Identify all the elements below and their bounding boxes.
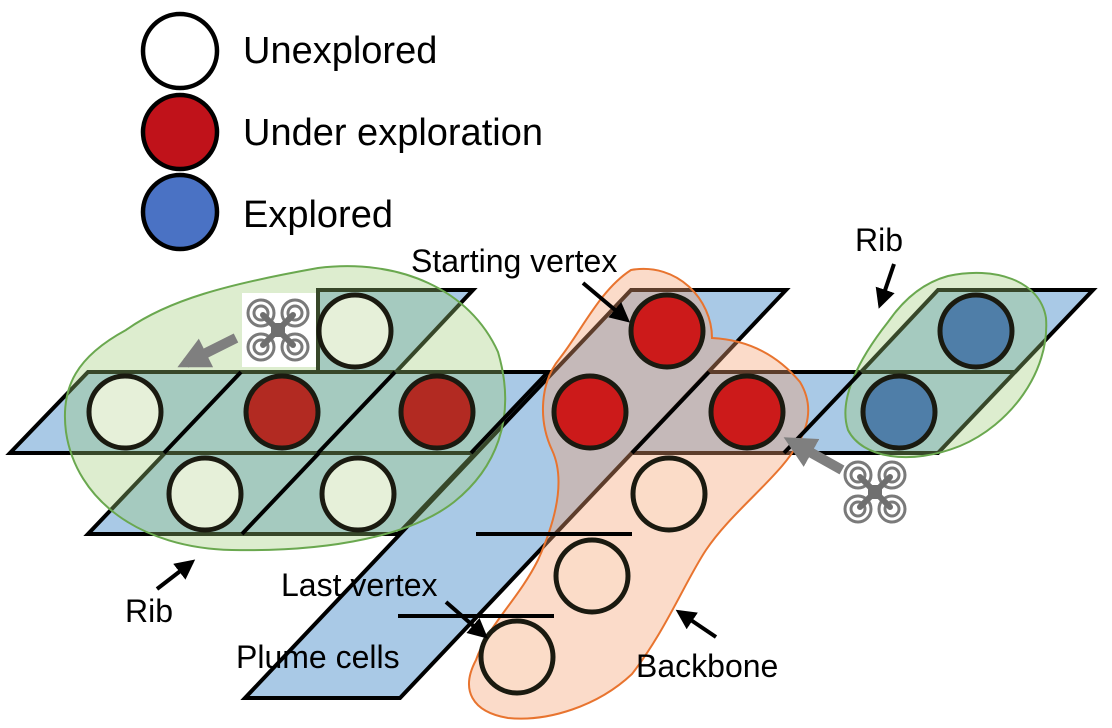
arrow-icon	[444, 600, 489, 639]
rib-label-left: Rib	[125, 593, 173, 629]
node-under-exploration	[551, 373, 629, 451]
backbone-strip	[240, 288, 791, 700]
starting-vertex-label: Starting vertex	[411, 243, 617, 279]
arrow-icon	[155, 559, 196, 591]
last-vertex-label: Last vertex	[281, 567, 438, 603]
legend-unexplored-swatch	[140, 11, 220, 91]
arrow-icon	[875, 263, 896, 309]
node-under-exploration	[398, 373, 476, 451]
rib-label-right: Rib	[855, 222, 903, 258]
node-last-vertex	[478, 618, 556, 696]
legend-explored-label: Explored	[243, 194, 393, 236]
node-unexplored	[319, 455, 397, 533]
node-unexplored	[166, 455, 244, 533]
drone-icon	[783, 437, 905, 522]
backbone-label: Backbone	[636, 648, 778, 684]
drone-icon	[177, 293, 316, 368]
arrow-icon	[675, 609, 718, 639]
legend-unexplored-label: Unexplored	[243, 30, 437, 72]
node-unexplored	[316, 292, 394, 370]
legend-under-exploration-label: Under exploration	[243, 112, 543, 154]
node-explored	[860, 373, 938, 451]
node-unexplored	[86, 373, 164, 451]
node-backbone-unexplored	[630, 455, 708, 533]
plume-cells-label: Plume cells	[236, 639, 400, 675]
node-explored	[937, 292, 1015, 370]
legend-under-exploration-swatch	[140, 92, 220, 172]
arrow-icon	[581, 281, 631, 323]
node-backbone-unexplored	[553, 537, 631, 615]
node-starting-vertex	[628, 292, 706, 370]
legend: Unexplored Under exploration Explored	[140, 11, 543, 252]
node-under-exploration	[708, 373, 786, 451]
graph-nodes	[86, 292, 1015, 696]
legend-explored-swatch	[140, 172, 220, 252]
node-under-exploration	[243, 373, 321, 451]
